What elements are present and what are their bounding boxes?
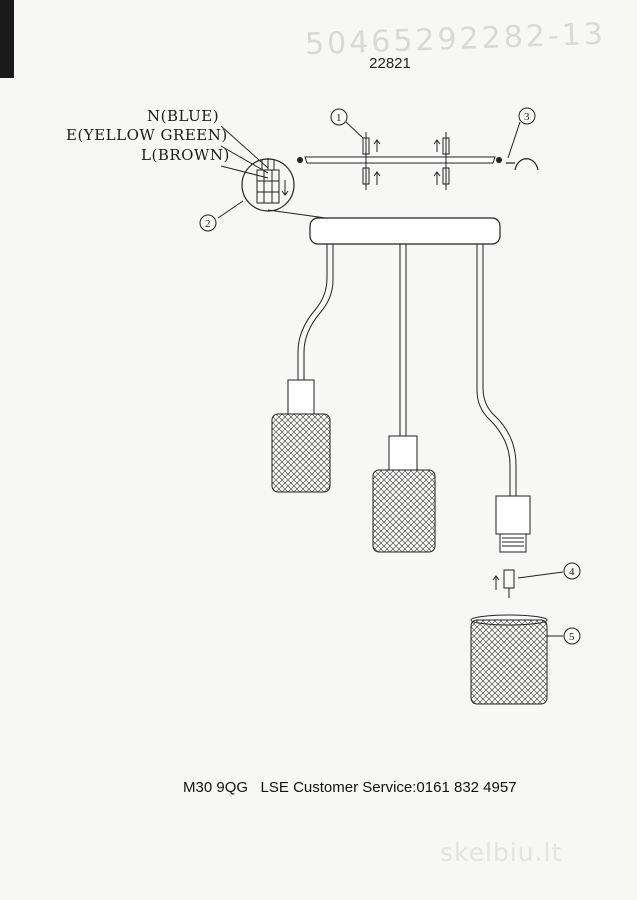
- ceiling-canopy: [309, 217, 501, 245]
- mounting-screws: [362, 132, 450, 190]
- watermark: skelbiu.lt: [440, 838, 563, 867]
- wire-label-neutral: N(BLUE): [147, 107, 220, 125]
- callout-1-badge: [330, 108, 348, 126]
- wire-label-live: L(BROWN): [141, 146, 230, 164]
- footer-service: LSE Customer Service:0161 832 4957: [260, 779, 517, 796]
- callout-1-number: 1: [336, 112, 342, 124]
- terminal-block: [241, 158, 295, 212]
- pendant-middle: [372, 244, 436, 553]
- mounting-bar: [297, 156, 502, 164]
- callout-2-badge: [199, 214, 217, 232]
- bulb: [492, 569, 515, 598]
- wire-label-earth: E(YELLOW GREEN): [66, 126, 228, 144]
- leader-2: [217, 200, 244, 219]
- leader-3: [507, 121, 521, 159]
- pendant-right: [476, 244, 531, 553]
- callout-3-number: 3: [524, 111, 530, 123]
- footer-contact: M30 9QG LSE Customer Service:0161 832 49…: [183, 779, 517, 796]
- callout-4-badge: [563, 562, 581, 580]
- callout-5-badge: [563, 627, 581, 645]
- leader-4: [517, 571, 564, 579]
- document-number: 22821: [369, 55, 411, 72]
- ceiling-hook: [506, 158, 539, 171]
- callout-3-badge: [518, 107, 536, 125]
- callout-4-number: 4: [569, 566, 575, 578]
- wire-leader-lines: [220, 125, 269, 179]
- callout-5-number: 5: [569, 631, 575, 643]
- footer-postcode: M30 9QG: [183, 779, 249, 796]
- callout-2-number: 2: [205, 218, 211, 230]
- mesh-shade: [470, 614, 548, 705]
- pendant-left: [271, 244, 334, 493]
- scan-edge-shadow: [0, 0, 14, 78]
- leader-1: [345, 121, 364, 139]
